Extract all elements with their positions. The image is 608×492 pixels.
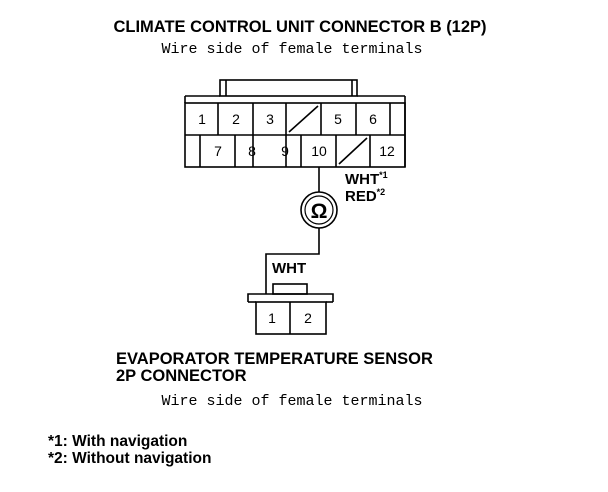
connector-b-title: CLIMATE CONTROL UNIT CONNECTOR B (12P) — [113, 18, 486, 36]
pin-label: 6 — [369, 111, 377, 127]
footnote-mark-1: *1 — [379, 170, 388, 180]
pin-label: 1 — [198, 111, 206, 127]
pin-label: 10 — [311, 143, 327, 159]
pin-label: 8 — [248, 143, 256, 159]
sensor-title-line2: 2P CONNECTOR — [116, 367, 247, 385]
pin-label: 5 — [334, 111, 342, 127]
sensor-pin-label: 1 — [268, 310, 276, 326]
connector-b-housing — [184, 79, 406, 168]
sensor-connector-housing — [247, 283, 334, 335]
connector-b-subtitle: Wire side of female terminals — [161, 41, 422, 58]
ohmmeter-icon: Ω — [300, 191, 338, 229]
footnote-mark-2: *2 — [377, 187, 386, 197]
ohm-symbol: Ω — [311, 200, 328, 223]
pin-label: 3 — [266, 111, 274, 127]
wire-color-red: RED — [345, 188, 377, 205]
pin-label: 9 — [281, 143, 289, 159]
svg-text:WHT*1: WHT*1 — [345, 170, 388, 188]
footnote-1: *1: With navigation — [48, 433, 187, 450]
sensor-subtitle: Wire side of female terminals — [161, 393, 422, 410]
connector-b-pins: 1 2 3 5 6 7 8 9 10 12 — [198, 111, 395, 159]
pin-label: 2 — [232, 111, 240, 127]
footnote-2: *2: Without navigation — [48, 450, 211, 467]
sensor-title-line1: EVAPORATOR TEMPERATURE SENSOR — [116, 350, 433, 368]
wire-color-wht: WHT — [345, 171, 379, 188]
lower-wire — [265, 228, 320, 294]
pin-label: 12 — [379, 143, 395, 159]
upper-wire-color-label: WHT*1 RED*2 — [345, 170, 388, 205]
sensor-pin-label: 2 — [304, 310, 312, 326]
lower-wire-color-label: WHT — [272, 260, 306, 277]
pin-label: 7 — [214, 143, 222, 159]
svg-text:RED*2: RED*2 — [345, 187, 385, 205]
